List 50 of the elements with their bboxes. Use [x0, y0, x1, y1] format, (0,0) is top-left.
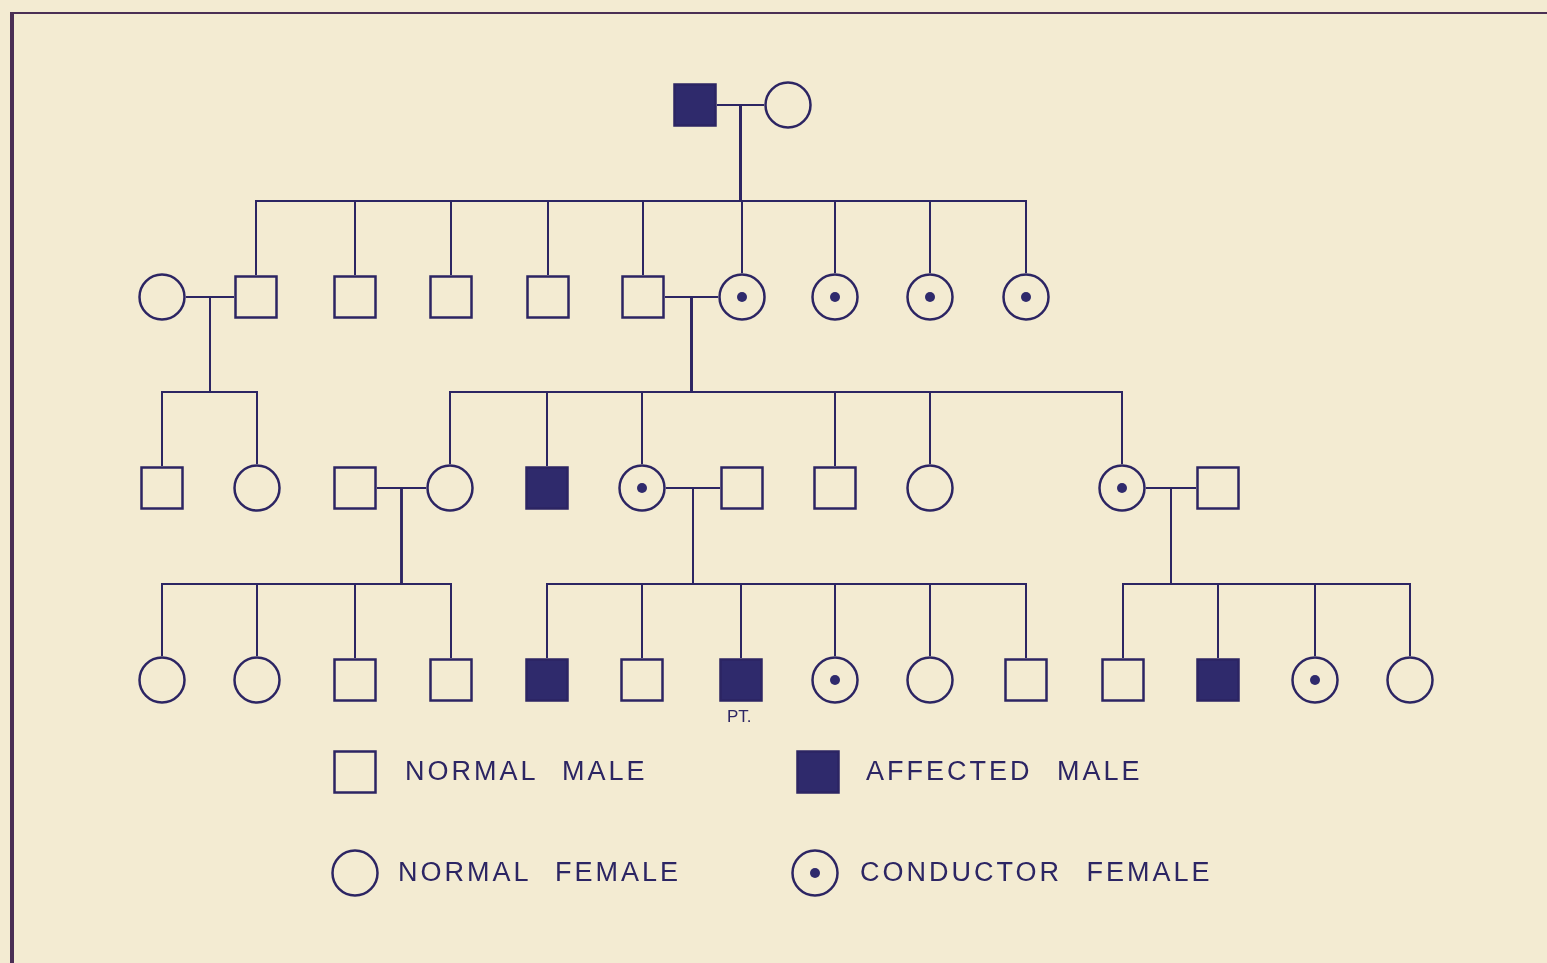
- female-circle: [233, 464, 281, 512]
- male-square: [429, 275, 473, 319]
- male-square: [333, 275, 377, 319]
- conductor-female-circle: [1098, 464, 1146, 512]
- conductor-female-circle: [811, 656, 859, 704]
- female-circle: [764, 81, 812, 129]
- female-circle: [906, 464, 954, 512]
- male-square: [620, 658, 664, 702]
- male-square: [140, 466, 184, 510]
- patient-label: PT.: [727, 708, 752, 725]
- legend-label: NORMAL MALE: [405, 758, 648, 785]
- female-circle: [233, 656, 281, 704]
- marriage-line: [376, 487, 427, 489]
- affected-male-square: [525, 466, 569, 510]
- legend-label: CONDUCTOR FEMALE: [860, 859, 1213, 886]
- male-square: [1196, 466, 1240, 510]
- legend-label: AFFECTED MALE: [866, 758, 1143, 785]
- affected-male-square: [673, 83, 717, 127]
- male-square: [234, 275, 278, 319]
- affected-male-square: [525, 658, 569, 702]
- marriage-line: [1145, 487, 1197, 489]
- conductor-female-circle: [718, 273, 766, 321]
- descent-line: [209, 296, 258, 465]
- male-square: [333, 658, 377, 702]
- marriage-line: [664, 296, 719, 298]
- descent-line: [400, 487, 452, 659]
- female-circle: [906, 656, 954, 704]
- marriage-line: [185, 296, 235, 298]
- male-square: [621, 275, 665, 319]
- conductor-female-circle: [906, 273, 954, 321]
- marriage-line: [716, 104, 765, 106]
- female-circle: [426, 464, 474, 512]
- marriage-line: [665, 487, 721, 489]
- conductor-female-circle: [1002, 273, 1050, 321]
- male-square: [333, 466, 377, 510]
- conductor-female-circle: [811, 273, 859, 321]
- male-square: [813, 466, 857, 510]
- female-circle: [138, 273, 186, 321]
- female-circle: [1386, 656, 1434, 704]
- affected-male-square: [1196, 658, 1240, 702]
- male-square: [720, 466, 764, 510]
- male-square: [1101, 658, 1145, 702]
- female-circle: [138, 656, 186, 704]
- conductor-female-circle: [1291, 656, 1339, 704]
- conductor-female-circle: [618, 464, 666, 512]
- legend-label: NORMAL FEMALE: [398, 859, 682, 886]
- male-square: [429, 658, 473, 702]
- affected-male-square: [719, 658, 763, 702]
- male-square: [1004, 658, 1048, 702]
- male-square: [526, 275, 570, 319]
